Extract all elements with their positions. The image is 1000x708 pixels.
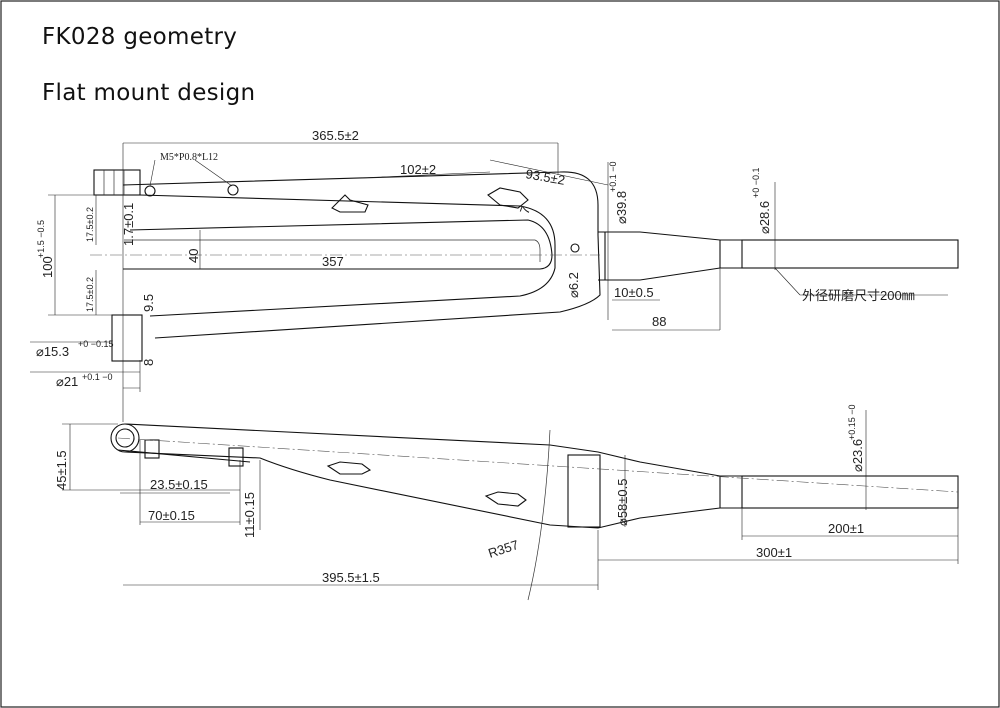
dim-88: 88 bbox=[652, 314, 666, 329]
front-view: 45±1.5 23.5±0.15 70±0.15 11±0.15 R357 ⌀5… bbox=[54, 404, 959, 601]
bolt-hole-1 bbox=[144, 185, 156, 197]
dim-dia-28-6-tol: +0 −0.1 bbox=[751, 167, 761, 198]
side-view: M5*P0.8*L12 365.5±2 102±2 93.5±2 357 40 … bbox=[30, 128, 959, 422]
dim-9-5: 9.5 bbox=[141, 294, 156, 312]
cable-port-1 bbox=[331, 194, 369, 213]
dim-dia-23-6: ⌀23.6 bbox=[850, 439, 865, 472]
dim-102: 102±2 bbox=[400, 162, 436, 177]
dim-dia-15-3-tol: +0 −0.15 bbox=[78, 339, 114, 349]
dim-1-7: 1.7±0.1 bbox=[121, 203, 136, 246]
dropout-lower bbox=[111, 314, 143, 362]
bolt-hole-2 bbox=[227, 184, 239, 196]
brake-hole bbox=[570, 243, 580, 253]
dim-dia-21-tol: +0.1 −0 bbox=[82, 372, 113, 382]
dim-r357: R357 bbox=[486, 537, 520, 561]
radius-arc bbox=[527, 429, 551, 601]
dropout-upper bbox=[93, 169, 141, 196]
dim-23-5: 23.5±0.15 bbox=[150, 477, 208, 492]
mount-boss-2 bbox=[228, 447, 244, 467]
dim-total-length: 365.5±2 bbox=[312, 128, 359, 143]
page-subtitle: Flat mount design bbox=[42, 80, 256, 106]
dim-dia-28-6: ⌀28.6 bbox=[757, 201, 772, 234]
steerer-bottom bbox=[598, 267, 958, 281]
dim-17-5-top: 17.5±0.2 bbox=[85, 207, 95, 242]
dim-45: 45±1.5 bbox=[54, 450, 69, 490]
dim-dia-58: ⌀58±0.5 bbox=[615, 479, 630, 527]
crown-race bbox=[567, 454, 601, 528]
front-cable-port-1 bbox=[326, 461, 372, 475]
front-cable-port-2 bbox=[484, 491, 527, 507]
dim-300: 300±1 bbox=[756, 545, 792, 560]
bolt-spec-label: M5*P0.8*L12 bbox=[160, 152, 218, 163]
dim-200: 200±1 bbox=[828, 521, 864, 536]
dim-dia-6-2: ⌀6.2 bbox=[566, 272, 581, 298]
cable-port-2 bbox=[487, 187, 529, 209]
front-blade-top bbox=[124, 423, 958, 477]
dim-dia-21: ⌀21 bbox=[56, 374, 78, 389]
dim-17-5-bottom: 17.5±0.2 bbox=[85, 277, 95, 312]
dim-11: 11±0.15 bbox=[242, 492, 257, 538]
dim-8: 8 bbox=[141, 359, 156, 366]
fork-blade-outline bbox=[122, 171, 601, 339]
dim-dia-39-8-tol: +0.1 −0 bbox=[608, 161, 618, 192]
steerer-ground-section bbox=[741, 239, 959, 269]
page-title: FK028 geometry bbox=[42, 24, 238, 50]
axle-eye bbox=[110, 423, 140, 453]
dim-93-5: 93.5±2 bbox=[524, 166, 566, 188]
dim-70: 70±0.15 bbox=[148, 508, 195, 523]
dim-357: 357 bbox=[322, 254, 344, 269]
front-steerer bbox=[741, 475, 959, 509]
grind-note: 外径研磨尺寸200㎜ bbox=[802, 288, 915, 303]
steerer-top bbox=[598, 231, 958, 241]
dim-dia-39-8: ⌀39.8 bbox=[614, 191, 629, 224]
front-blade-bottom bbox=[124, 451, 958, 529]
dim-100-tol: +1.5 −0.5 bbox=[36, 220, 46, 258]
dim-dia-23-6-tol: +0.15 −0 bbox=[847, 404, 857, 440]
dim-40: 40 bbox=[186, 249, 201, 263]
mount-boss-1 bbox=[144, 439, 160, 459]
dim-dia-15-3: ⌀15.3 bbox=[36, 344, 69, 359]
dim-395-5: 395.5±1.5 bbox=[322, 570, 380, 585]
dim-7: 7 bbox=[517, 204, 534, 216]
dim-100: 100 bbox=[40, 256, 55, 278]
dim-10: 10±0.5 bbox=[614, 285, 654, 300]
